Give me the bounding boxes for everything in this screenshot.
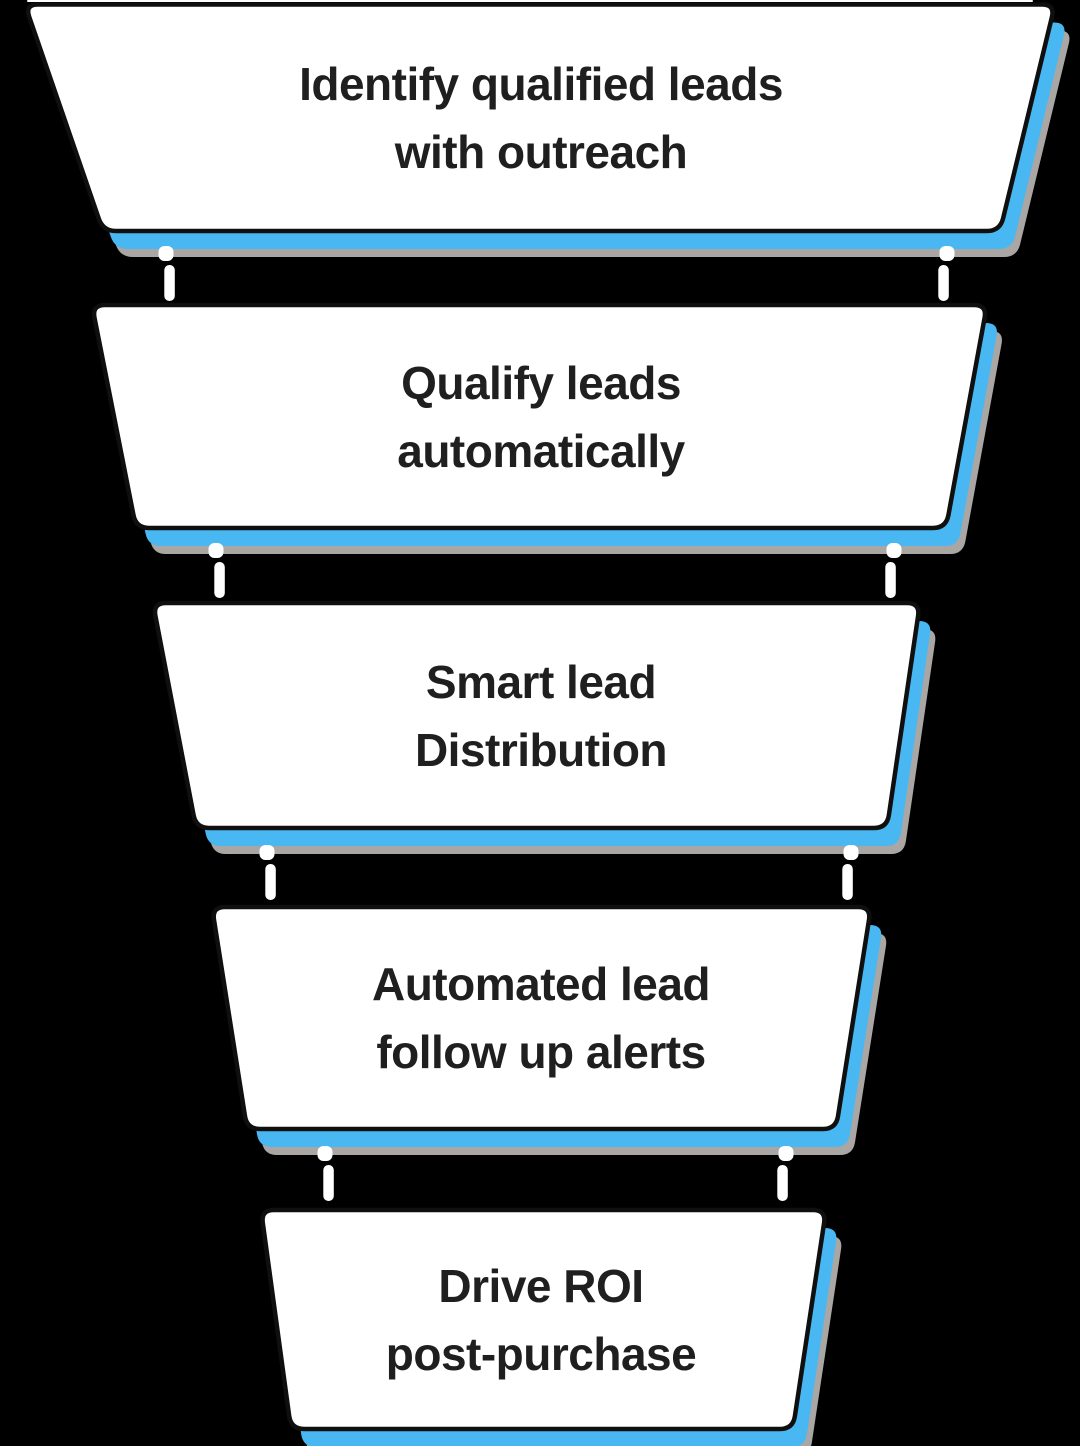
stage-1-crop-sliver: [27, 0, 1033, 2]
connector-3-right-bar: [842, 864, 853, 900]
stage-3-box: [152, 600, 921, 831]
stage-1-box: [25, 2, 1055, 234]
connector-4-right-bar: [777, 1165, 788, 1201]
connector-1-left-head: [158, 246, 174, 261]
connector-4-left-bar: [323, 1165, 334, 1201]
connector-1-right-head: [939, 246, 955, 261]
connector-1-left-bar: [164, 265, 175, 301]
connector-4-right-head: [778, 1146, 794, 1161]
connector-3-right-head: [843, 845, 859, 860]
connector-2-right-head: [886, 543, 902, 558]
connector-2-left-head: [208, 543, 224, 558]
connector-2-right-bar: [885, 562, 896, 598]
stage-5-box: [260, 1207, 827, 1432]
stage-4-box: [211, 904, 872, 1132]
connector-1-right-bar: [938, 265, 949, 301]
connector-2-left-bar: [214, 562, 225, 598]
stage-2-box: [91, 302, 988, 531]
connector-3-left-bar: [265, 864, 276, 900]
connector-3-left-head: [259, 845, 275, 860]
connector-4-left-head: [317, 1146, 333, 1161]
